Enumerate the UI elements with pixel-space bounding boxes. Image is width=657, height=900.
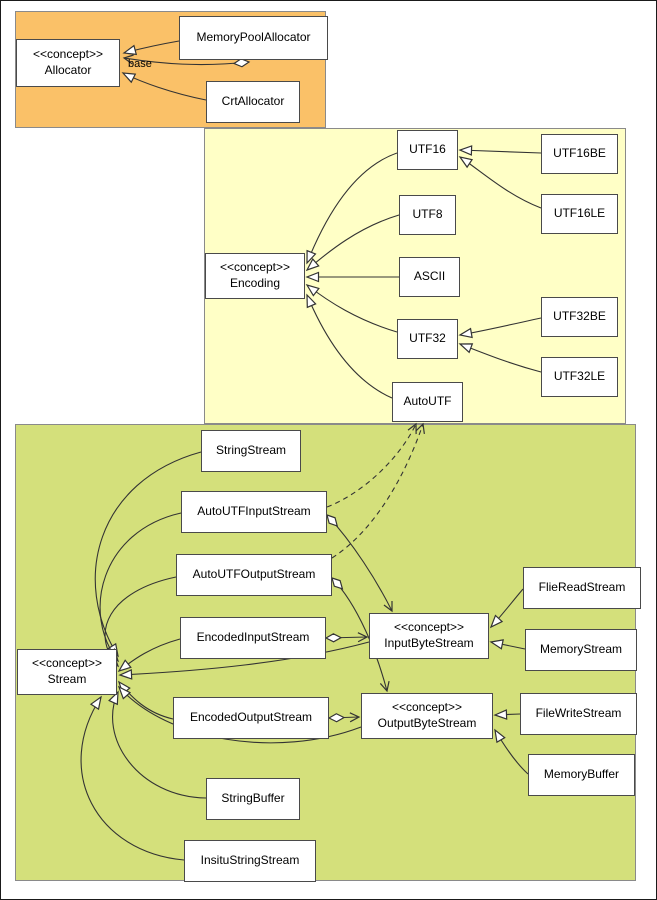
node-utf32be: UTF32BE	[541, 297, 618, 337]
node-autoutf-output-stream: AutoUTFOutputStream	[176, 554, 332, 596]
node-stream-concept: <<concept>> Stream	[17, 649, 117, 695]
node-output-byte-stream-concept-label: <<concept>> OutputByteStream	[377, 700, 477, 730]
node-string-stream-label: StringStream	[215, 443, 287, 458]
node-autoutf-output-stream-label: AutoUTFOutputStream	[192, 567, 316, 582]
node-string-buffer-label: StringBuffer	[221, 791, 285, 806]
node-memory-buffer: MemoryBuffer	[528, 754, 635, 796]
node-autoutf: AutoUTF	[392, 382, 463, 422]
node-string-stream: StringStream	[201, 430, 301, 472]
node-memory-buffer-label: MemoryBuffer	[543, 767, 620, 782]
node-utf16be: UTF16BE	[541, 134, 618, 174]
node-utf32-label: UTF32	[409, 331, 446, 346]
node-input-byte-stream-concept: <<concept>> InputByteStream	[369, 613, 489, 659]
node-utf16le-label: UTF16LE	[553, 206, 606, 221]
node-insitu-string-stream: InsituStringStream	[184, 840, 316, 882]
node-memory-stream: MemoryStream	[525, 629, 637, 671]
node-memory-pool-allocator: MemoryPoolAllocator	[179, 16, 328, 60]
node-file-write-stream-label: FileWriteStream	[535, 706, 622, 721]
node-utf8: UTF8	[399, 195, 456, 235]
node-encoded-input-stream-label: EncodedInputStream	[196, 630, 310, 645]
node-utf32le: UTF32LE	[541, 357, 618, 397]
node-flie-read-stream-label: FlieReadStream	[538, 580, 626, 595]
node-allocator-concept: <<concept>> Allocator	[16, 39, 120, 87]
node-encoded-input-stream: EncodedInputStream	[180, 617, 326, 659]
node-output-byte-stream-concept: <<concept>> OutputByteStream	[361, 693, 493, 739]
node-autoutf-input-stream: AutoUTFInputStream	[181, 491, 327, 533]
node-crt-allocator: CrtAllocator	[206, 81, 300, 123]
node-stream-concept-label: <<concept>> Stream	[31, 656, 103, 686]
node-insitu-string-stream-label: InsituStringStream	[200, 853, 300, 868]
node-utf8-label: UTF8	[412, 207, 443, 222]
node-autoutf-input-stream-label: AutoUTFInputStream	[197, 504, 311, 519]
node-file-write-stream: FileWriteStream	[520, 693, 637, 735]
node-utf32: UTF32	[397, 319, 458, 359]
node-encoding-concept: <<concept>> Encoding	[205, 253, 305, 299]
node-utf16-label: UTF16	[409, 142, 446, 157]
node-encoded-output-stream: EncodedOutputStream	[173, 697, 329, 739]
node-utf16le: UTF16LE	[541, 194, 618, 234]
node-utf16be-label: UTF16BE	[553, 146, 606, 161]
node-memory-pool-allocator-label: MemoryPoolAllocator	[196, 30, 311, 45]
node-encoded-output-stream-label: EncodedOutputStream	[189, 710, 313, 725]
node-utf16: UTF16	[397, 130, 458, 170]
node-ascii: ASCII	[399, 257, 460, 297]
node-allocator-concept-label: <<concept>> Allocator	[32, 47, 104, 77]
node-encoding-concept-label: <<concept>> Encoding	[219, 260, 291, 290]
node-memory-stream-label: MemoryStream	[539, 642, 622, 657]
node-utf32be-label: UTF32BE	[553, 309, 606, 324]
node-crt-allocator-label: CrtAllocator	[221, 94, 285, 109]
node-utf32le-label: UTF32LE	[553, 369, 606, 384]
node-input-byte-stream-concept-label: <<concept>> InputByteStream	[384, 620, 474, 650]
node-flie-read-stream: FlieReadStream	[523, 567, 641, 609]
node-autoutf-label: AutoUTF	[403, 394, 452, 409]
node-string-buffer: StringBuffer	[206, 778, 300, 820]
node-ascii-label: ASCII	[413, 269, 446, 284]
